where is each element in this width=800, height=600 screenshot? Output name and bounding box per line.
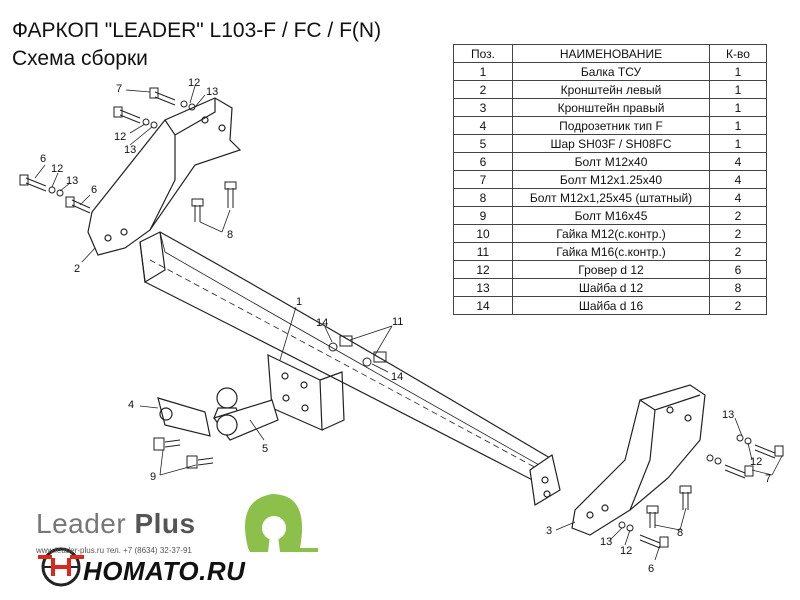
tow-ball: [213, 387, 279, 441]
callout-13: 13: [206, 86, 218, 98]
callout-3: 3: [546, 525, 552, 537]
callout-6: 6: [648, 563, 654, 575]
callout-11: 11: [392, 316, 403, 328]
callout-12: 12: [188, 77, 200, 89]
callout-12: 12: [620, 545, 632, 557]
leader-lines: [34, 85, 783, 561]
callout-2: 2: [74, 263, 80, 275]
callout-8: 8: [677, 527, 683, 539]
fasteners: [19, 87, 784, 549]
brand-name: Leader Plus: [36, 508, 196, 540]
callout-12: 12: [51, 163, 63, 175]
callout-13: 13: [600, 536, 612, 548]
callout-12: 12: [750, 456, 762, 468]
callout-12: 12: [114, 131, 126, 143]
callout-1: 1: [296, 296, 302, 308]
callout-4: 4: [128, 399, 134, 411]
cell-name: Болт М12х1.25х40: [512, 170, 710, 189]
callout-14: 14: [391, 371, 403, 383]
cell-name: Шар SH03F / SH08FC: [512, 134, 710, 153]
page-title: ФАРКОП "LEADER" L103-F / FC / F(N): [12, 19, 382, 42]
right-bracket: [571, 384, 706, 536]
leader-plus-logo: [245, 494, 318, 552]
page-subtitle: Схема сборки: [12, 47, 148, 70]
column-header-name: НАИМЕНОВАНИЕ: [512, 44, 710, 63]
homato-wordmark: HOMATO.RU: [83, 556, 246, 586]
callout-labels: 7 12 13 12 13 6 12 13 6 8 2 1 14 11 14 4…: [40, 77, 771, 575]
socket-plate: [157, 397, 211, 437]
cell-position: 14: [453, 296, 513, 315]
cell-name: Кронштейн правый: [512, 98, 710, 117]
callout-13: 13: [722, 409, 734, 421]
cell-name: Шайба d 12: [512, 278, 710, 297]
callout-13: 13: [66, 175, 78, 187]
cell-name: Болт М12х1,25х45 (штатный): [512, 188, 710, 207]
brand-contacts: www.leader-plus.ru тел. +7 (8634) 32-37-…: [36, 546, 192, 555]
callout-14: 14: [316, 317, 328, 329]
left-bracket: [87, 97, 242, 256]
cell-position: 12: [453, 260, 513, 279]
callout-9: 9: [150, 471, 156, 483]
callout-7: 7: [116, 83, 122, 95]
callout-5: 5: [262, 443, 268, 455]
callout-6: 6: [40, 153, 46, 165]
cell-quantity: 2: [709, 296, 767, 315]
brand-name-light: Leader: [36, 508, 135, 539]
callout-6: 6: [91, 184, 97, 196]
homato-logo: [38, 547, 84, 587]
callout-8: 8: [227, 229, 233, 241]
callout-13: 13: [124, 144, 136, 156]
tow-beam: [139, 231, 551, 489]
cell-name: Шайба d 16: [512, 296, 710, 315]
callout-7: 7: [765, 473, 771, 485]
cell-name: Гровер d 12: [512, 260, 710, 279]
brand-name-bold: Plus: [134, 508, 196, 539]
